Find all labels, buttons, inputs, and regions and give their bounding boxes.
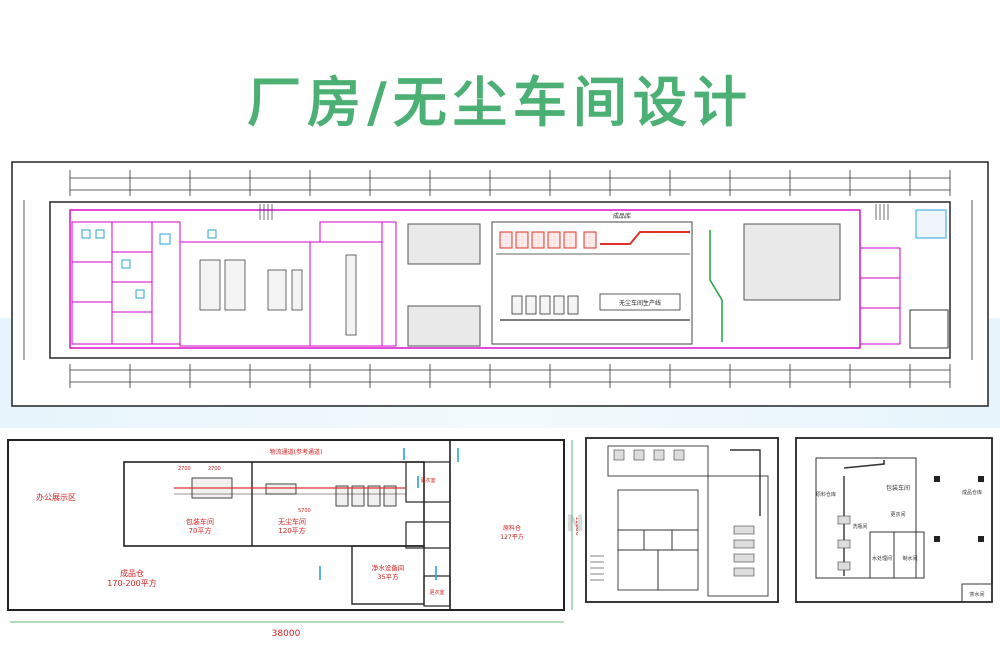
bl-packing-label: 包装车间 (186, 517, 214, 526)
br-raw-label: 原料仓库 (816, 491, 836, 498)
br-wash-label: 洗瓶间 (852, 523, 867, 530)
page-title: 厂房/无尘车间设计 (247, 71, 753, 134)
bl-changing-label: 更衣室 (420, 477, 435, 484)
bl-office-label: 办公展示区 (36, 492, 76, 502)
bl-cleanroom-area: 120平方 (278, 526, 305, 535)
bl-warehouse-label: 成品仓 (120, 568, 144, 578)
building-wall (49, 201, 951, 359)
production-machines-top (499, 231, 597, 249)
top-floor-plan: 无尘车间生产线 成品库 (11, 161, 989, 407)
bl-packing-area: 70平方 (189, 526, 212, 535)
bl-dressing-label: 更衣室 (429, 589, 444, 596)
br-packing-label: 包装车间 (886, 484, 910, 492)
br-gown-label: 更衣间 (890, 511, 905, 518)
bottom-right-floor-plan: 包装车间 成品仓库 原料仓库 洗瓶间 更衣间 水处理间 制水间 茶水间 (795, 437, 993, 603)
br-pack-label: 制水间 (902, 555, 917, 562)
storage-block-2 (407, 305, 481, 347)
storage-block-1 (407, 223, 481, 265)
bl-dim-b: 2700 (208, 466, 221, 472)
bl-water-area: 35平方 (377, 572, 399, 581)
bottom-left-floor-plan: 2700 2700 5700 物流通道(参考通道) 办公展示区 包装车间 70平… (7, 439, 578, 639)
br-finished-label: 成品仓库 (962, 489, 982, 496)
top-grid-ticks (69, 170, 951, 196)
production-line-area (491, 221, 693, 345)
bl-raw-label: 原料仓 (503, 524, 521, 532)
bl-equipment-line (191, 477, 397, 507)
bl-dim-a: 2700 (178, 466, 191, 472)
bl-outer-wall (7, 439, 565, 611)
bl-warehouse-area: 170-200平方 (107, 578, 156, 588)
br-tea-label: 茶水间 (969, 591, 984, 598)
production-line-label: 无尘车间生产线 (619, 299, 661, 307)
green-pipeline (709, 230, 723, 342)
top-plan-frame (11, 161, 989, 407)
finished-warehouse-block (743, 223, 841, 301)
left-room-cluster (71, 221, 397, 347)
bl-top-label: 物流通道(参考通道) (270, 448, 323, 456)
bottom-middle-floor-plan (585, 437, 779, 603)
bl-width-dim: 38000 (272, 629, 301, 639)
top-plan-warehouse-label: 成品库 (613, 212, 631, 220)
bl-dim-c: 5700 (298, 508, 311, 514)
br-water-label: 水处理间 (872, 555, 892, 562)
bl-height-dim: 12000 (574, 516, 578, 535)
bl-production-zone (123, 461, 425, 547)
bl-water-label: 净水设备间 (372, 563, 405, 572)
bl-raw-area: 127平方 (500, 533, 523, 541)
bl-cleanroom-label: 无尘车间 (278, 517, 306, 526)
